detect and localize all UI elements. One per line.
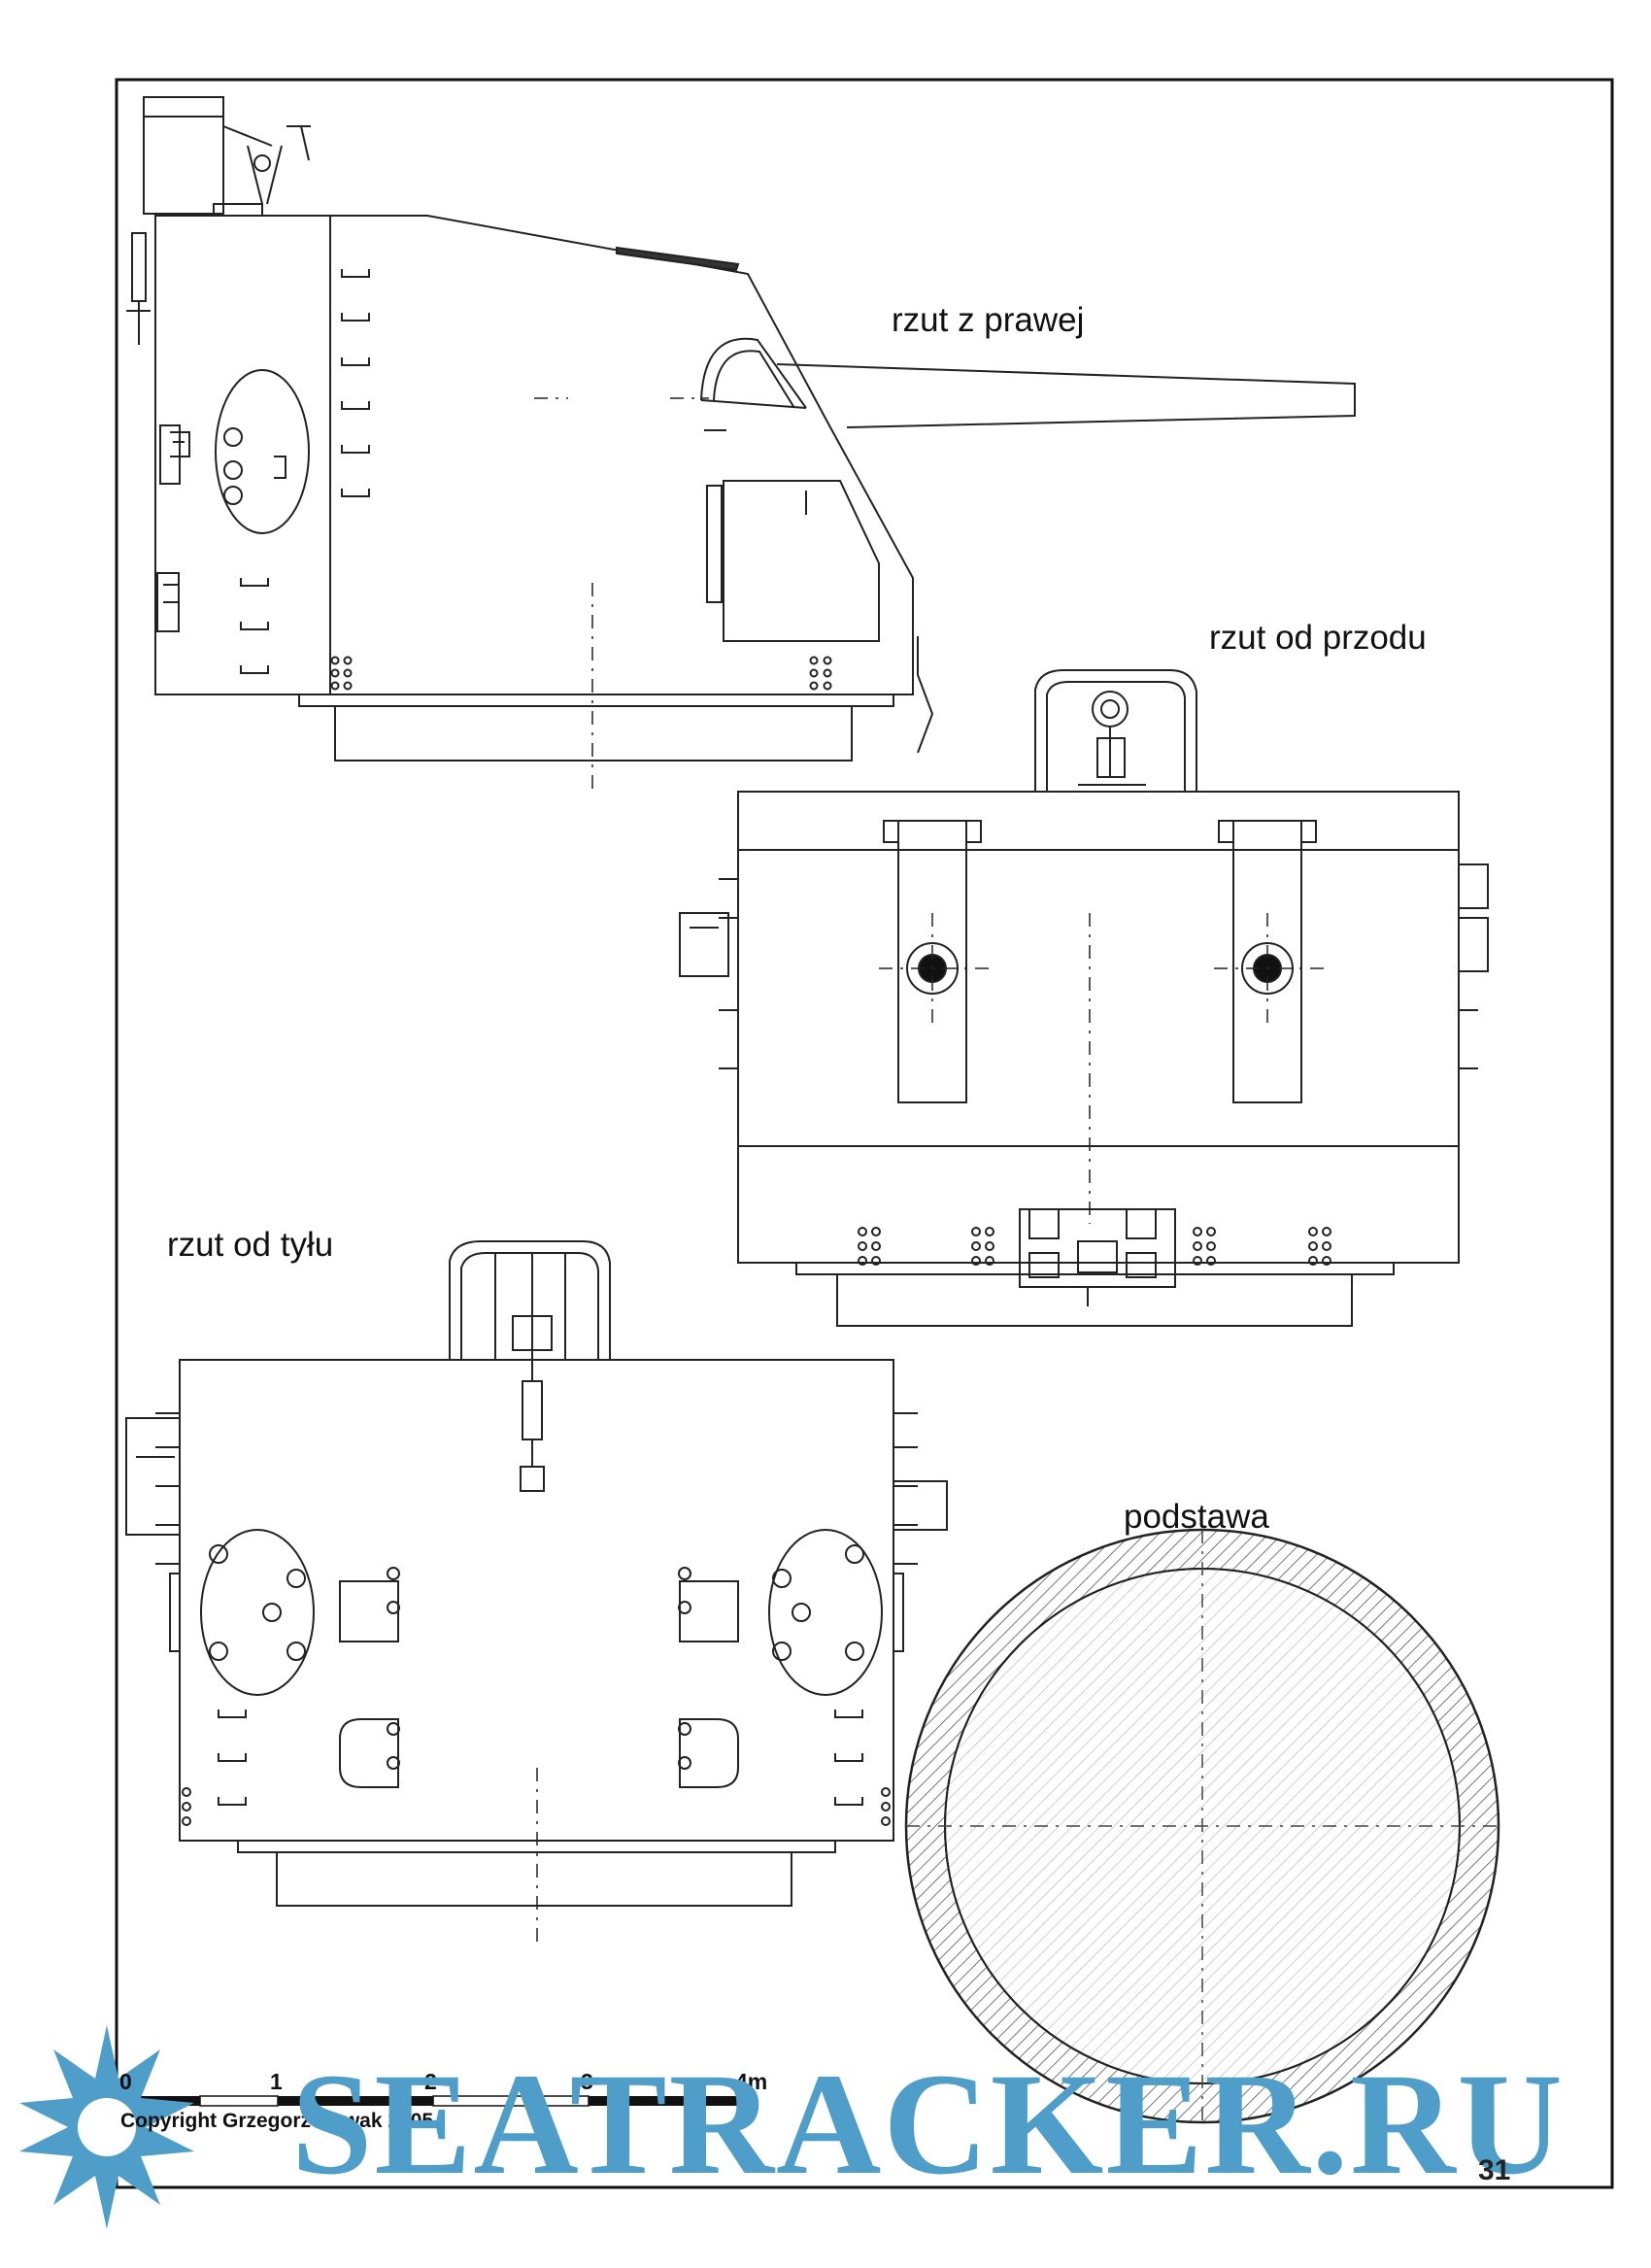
rear-view-label: rzut od tyłu	[167, 1226, 334, 1264]
front-view-label: rzut od przodu	[1209, 619, 1427, 657]
base-plan-view	[904, 1528, 1500, 2124]
base-label: podstawa	[1124, 1498, 1269, 1536]
right-side-view	[126, 96, 1356, 762]
scale-tick-2: 2	[424, 2069, 437, 2094]
scale-tick-0: 0	[119, 2069, 132, 2094]
watermark-text: SEATRACKER.RU	[291, 2044, 1565, 2205]
page-frame	[115, 78, 1614, 2189]
copyright-notice: Copyright Grzegorz Nowak 2005	[120, 2110, 434, 2132]
scale-tick-1: 1	[270, 2069, 283, 2094]
scale-tick-3: 3	[581, 2069, 593, 2094]
right-view-label: rzut z prawej	[892, 301, 1085, 339]
page-number: 31	[1478, 2154, 1511, 2186]
watermark-starburst-icon	[19, 2025, 194, 2229]
scale-tick-4m: 4m	[735, 2069, 768, 2094]
rear-view	[125, 1240, 948, 1907]
front-view	[679, 669, 1489, 1327]
